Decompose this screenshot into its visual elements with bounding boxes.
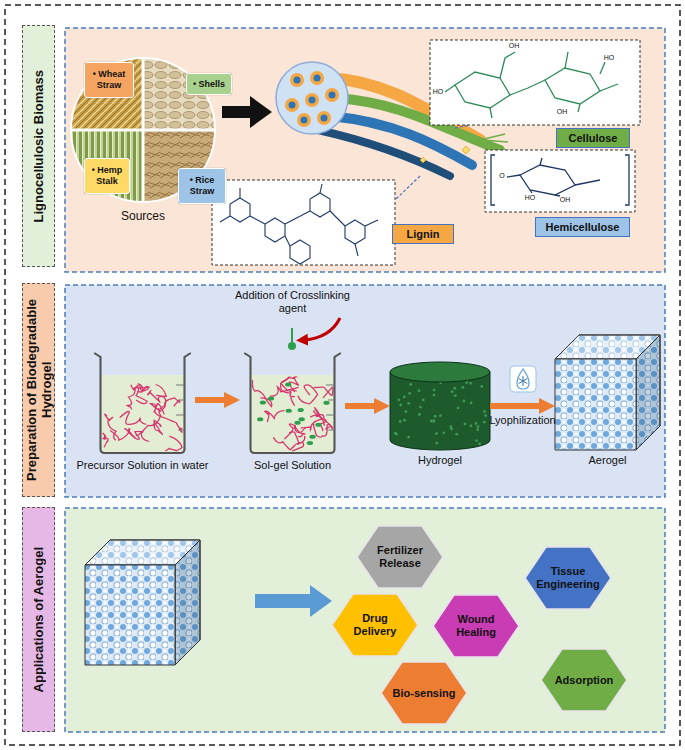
node-outline bbox=[555, 335, 660, 450]
application-arrow bbox=[255, 585, 332, 617]
section-panels bbox=[65, 28, 665, 732]
caption: Sources bbox=[105, 210, 181, 224]
application-hexagon: Wound Healing bbox=[432, 594, 520, 658]
crosslinker-addition bbox=[288, 318, 340, 350]
hydrogel-cylinder: Hydrogel bbox=[390, 362, 490, 450]
node-outline bbox=[240, 345, 345, 455]
outer-border bbox=[5, 5, 680, 745]
application-hexagon: Fertilizer Release bbox=[356, 525, 444, 589]
source-tag: • Hemp Stalk bbox=[84, 158, 130, 194]
node-text: • Rice Straw bbox=[179, 175, 225, 197]
freeze-icon bbox=[510, 366, 536, 392]
lignin-structure bbox=[212, 180, 395, 265]
node-text: Hemicellulose bbox=[546, 221, 620, 233]
node-text: Lignin bbox=[407, 228, 440, 240]
node-text: • Hemp Stalk bbox=[85, 165, 129, 187]
component-tag: Lignin bbox=[392, 224, 454, 244]
chem-label: OH bbox=[556, 196, 574, 204]
node-text: Lignocellulosic Biomass bbox=[31, 70, 46, 222]
chem-label: OH bbox=[505, 42, 523, 50]
application-hexagon: Adsorption bbox=[540, 648, 628, 712]
section-label: Applications of Aerogel bbox=[22, 507, 55, 732]
node-text: Wound Healing bbox=[432, 613, 520, 639]
flow-arrow bbox=[195, 397, 228, 403]
aerogel-cube bbox=[85, 540, 200, 665]
annotation: Addition of Crosslinking agent bbox=[230, 289, 355, 314]
source-tag: • Rice Straw bbox=[178, 168, 226, 204]
process-arrow bbox=[222, 96, 272, 128]
node-text: Hydrogel bbox=[350, 454, 530, 467]
edge-label: Lyophilization bbox=[478, 414, 568, 427]
node-text: Adsorption bbox=[545, 674, 624, 687]
source-tag: • Wheat Straw bbox=[84, 62, 134, 98]
node-text: • Shells bbox=[191, 79, 227, 90]
application-hexagon: Drug Delivery bbox=[331, 593, 419, 657]
node-outline bbox=[390, 362, 490, 450]
application-hexagon: Tissue Engineering bbox=[524, 546, 612, 610]
node-text: Preparation of Biodegradable Hydrogel bbox=[24, 284, 54, 496]
component-tag: Hemicellulose bbox=[535, 217, 630, 237]
application-hexagon: Bio-sensing bbox=[380, 661, 468, 725]
flow-arrow bbox=[345, 403, 378, 409]
component-tag: Cellulose bbox=[556, 128, 630, 148]
chem-label: HO bbox=[430, 88, 446, 96]
chem-label: HO bbox=[600, 54, 618, 62]
node-text: Precursor Solution in water bbox=[50, 459, 235, 472]
section-label: Lignocellulosic Biomass bbox=[22, 25, 55, 267]
section-label: Preparation of Biodegradable Hydrogel bbox=[22, 283, 55, 497]
chem-label: HO bbox=[521, 194, 539, 202]
flow-arrow bbox=[490, 403, 543, 409]
node-text: Cellulose bbox=[569, 132, 618, 144]
node-text: Drug Delivery bbox=[331, 612, 419, 638]
chem-label: OH bbox=[553, 108, 571, 116]
node-outline bbox=[90, 345, 195, 455]
node-text: Bio-sensing bbox=[383, 687, 466, 700]
cellulose-structure bbox=[430, 40, 640, 125]
node-text: Applications of Aerogel bbox=[31, 547, 46, 692]
node-text: Sol-gel Solution bbox=[200, 459, 385, 472]
hemicellulose-structure bbox=[485, 150, 635, 212]
node-text: Fertilizer Release bbox=[356, 544, 444, 570]
beaker: Sol-gel Solution bbox=[240, 345, 345, 455]
source-tag: • Shells bbox=[186, 73, 232, 95]
node-text: • Wheat Straw bbox=[85, 69, 133, 91]
node-text: Aerogel bbox=[515, 454, 685, 467]
chem-label: O bbox=[496, 172, 508, 180]
beaker: Precursor Solution in water bbox=[90, 345, 195, 455]
aerogel-cube: Aerogel bbox=[555, 335, 660, 450]
node-text: Tissue Engineering bbox=[524, 565, 612, 591]
